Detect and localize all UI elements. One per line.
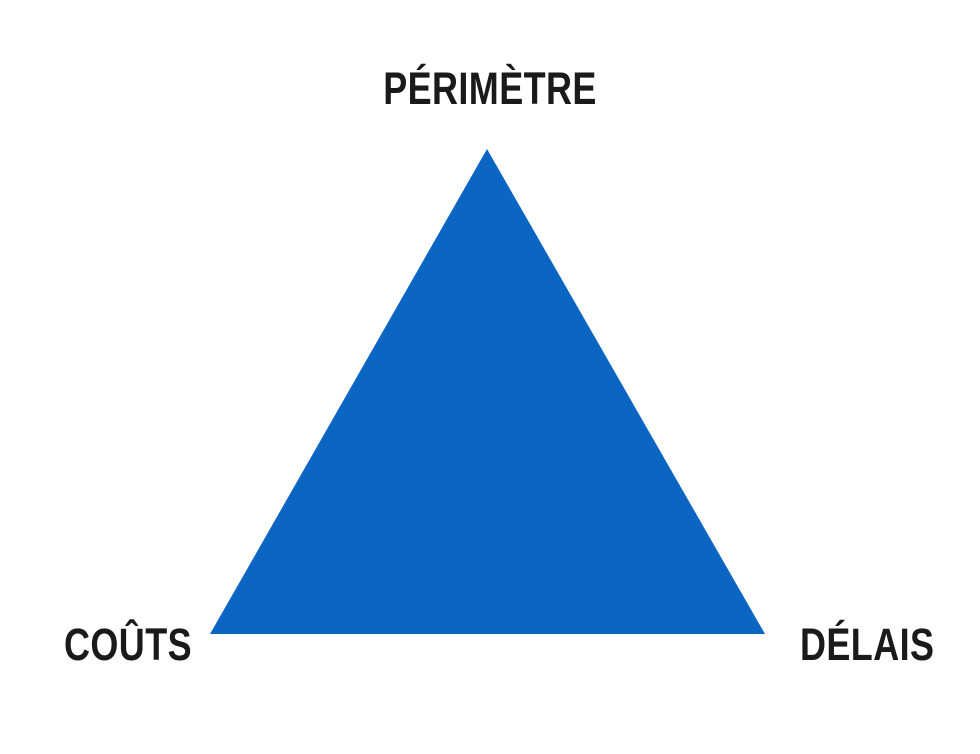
vertex-label-delais: DÉLAIS [800,619,935,670]
vertex-label-perimetre: PÉRIMÈTRE [383,63,597,114]
triangle-shape [210,149,765,634]
vertex-label-couts: COÛTS [64,619,192,670]
